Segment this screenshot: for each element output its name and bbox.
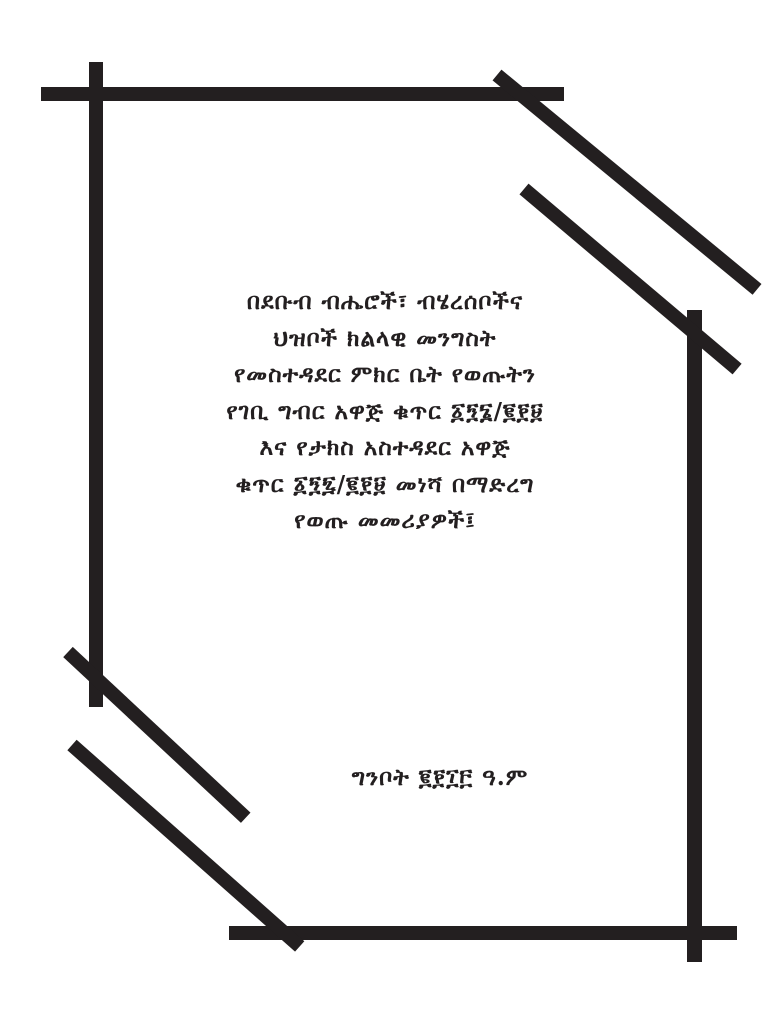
- document-title: በደቡብ ብሔሮች፣ ብሄረሰቦችና ህዝቦች ክልላዊ መንግስት የመስተዳ…: [160, 284, 610, 540]
- frame-right-bar: [687, 310, 702, 962]
- title-line-7: የወጡ መመሪያዎች፤: [294, 507, 476, 534]
- title-line-1: በደቡብ ብሔሮች፣ ብሄረሰቦችና: [246, 288, 524, 315]
- title-line-6: ቁጥር ፩፺፯/፪፻፱ መነሻ በማድረግ: [235, 470, 535, 498]
- frame-diagonal-bottom-left-1: [63, 646, 251, 823]
- title-line-5: እና የታክስ አስተዳደር አዋጅ: [259, 434, 511, 461]
- title-line-3: የመስተዳደር ምክር ቤት የወጡትን: [234, 361, 536, 388]
- title-line-4: የገቢ ግብር አዋጅ ቁጥር ፩፺፮/፪፻፱: [226, 397, 544, 425]
- frame-diagonal-top-right-1: [492, 69, 762, 295]
- frame-top-bar: [41, 87, 564, 101]
- document-date: ግንቦት ፪፻፲፫ ዓ.ም: [351, 764, 529, 791]
- title-line-2: ህዝቦች ክልላዊ መንግስት: [273, 324, 497, 352]
- frame-left-bar: [89, 62, 103, 707]
- frame-bottom-bar: [229, 926, 737, 940]
